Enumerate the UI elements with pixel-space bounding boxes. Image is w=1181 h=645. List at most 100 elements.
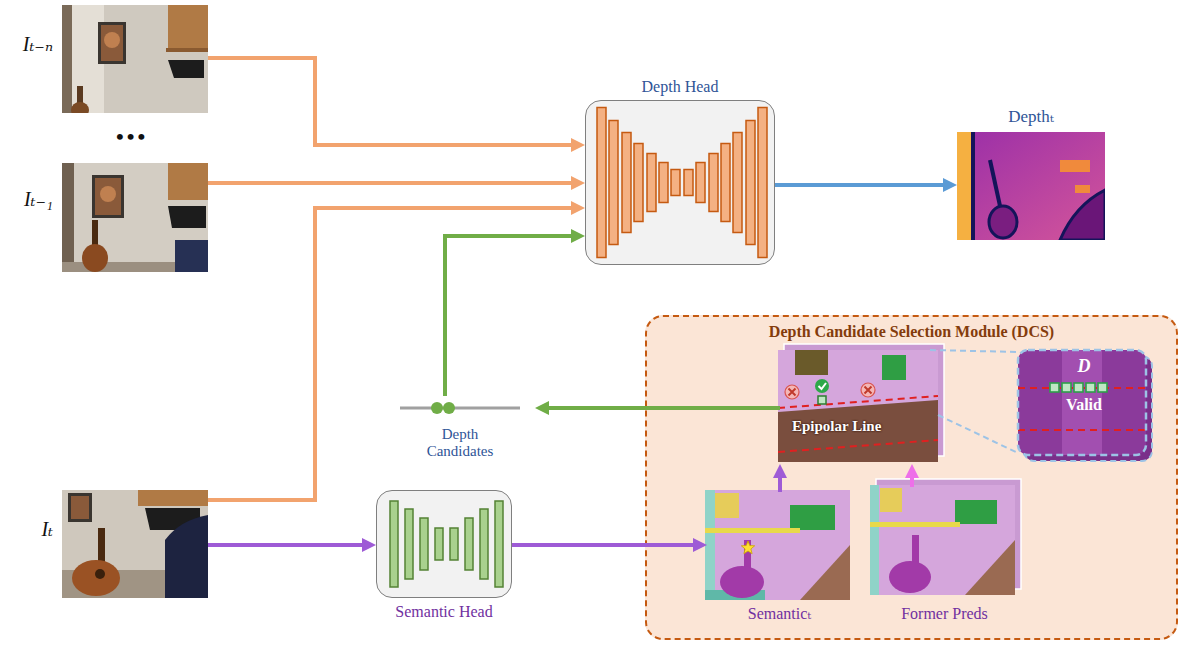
depth-map bbox=[990, 160, 1000, 206]
input-photo bbox=[62, 163, 208, 272]
zoom-view bbox=[1024, 356, 1152, 461]
semantic-map bbox=[870, 485, 1015, 595]
overlay-text: Epipolar Line bbox=[792, 418, 881, 435]
zoom-view bbox=[1050, 383, 1059, 392]
head-title: Depth Head bbox=[586, 78, 774, 96]
input-photo bbox=[71, 102, 89, 113]
cross-mark bbox=[785, 385, 799, 399]
zoom-frame bbox=[1018, 350, 1146, 455]
epipolar-view bbox=[778, 350, 938, 462]
epipolar-view: Epipolar Line bbox=[780, 352, 940, 464]
map-label: Semanticₜ bbox=[707, 605, 852, 623]
cross-mark bbox=[865, 387, 872, 394]
frame-label: Iₜ₋₁ bbox=[24, 188, 53, 211]
depth-map bbox=[957, 132, 971, 240]
input-photo bbox=[145, 508, 200, 530]
zoom-view bbox=[1018, 387, 1146, 389]
input-photo bbox=[62, 163, 208, 272]
flow-arrow bbox=[208, 208, 576, 500]
input-frame: Iₜ₋₁ bbox=[62, 163, 208, 272]
epipolar-view bbox=[778, 400, 938, 462]
input-photo bbox=[77, 86, 83, 113]
semantic-map bbox=[889, 561, 931, 593]
depth-map bbox=[1060, 160, 1090, 172]
encoder-decoder-bars bbox=[758, 108, 767, 258]
semantic-map bbox=[705, 490, 850, 600]
input-photo bbox=[62, 490, 208, 598]
zoom-leader bbox=[930, 350, 1018, 453]
flow-arrow bbox=[775, 183, 948, 187]
cross-mark bbox=[785, 385, 799, 399]
input-photo bbox=[104, 32, 120, 48]
flow-arrow bbox=[208, 58, 576, 145]
network-head: Semantic Head bbox=[376, 490, 512, 598]
semantic-map bbox=[876, 479, 1021, 589]
input-photo bbox=[62, 5, 104, 113]
encoder-decoder-bars bbox=[390, 501, 398, 587]
semantic-map bbox=[705, 490, 850, 600]
semantic-map: Former Preds bbox=[872, 487, 1017, 597]
encoder-decoder-bars bbox=[597, 108, 767, 258]
epipolar-view bbox=[778, 440, 938, 452]
zoom-view bbox=[1018, 350, 1146, 455]
encoder-decoder-bars bbox=[435, 528, 443, 560]
flow-arrow bbox=[208, 543, 367, 547]
epipolar-view bbox=[882, 355, 906, 380]
encoder-decoder-bars bbox=[420, 518, 428, 570]
zoom-view: D Valid bbox=[1020, 352, 1148, 457]
semantic-map bbox=[705, 490, 715, 600]
encoder-decoder-bars bbox=[709, 154, 718, 212]
encoder-decoder-bars bbox=[495, 501, 503, 587]
flow-arrow bbox=[778, 473, 782, 492]
input-photo bbox=[168, 60, 204, 78]
input-photo bbox=[62, 490, 208, 598]
input-photo bbox=[62, 163, 74, 272]
depth-map bbox=[957, 132, 1105, 240]
input-photo bbox=[62, 5, 208, 113]
semantic-map bbox=[715, 493, 739, 518]
input-photo bbox=[62, 5, 72, 113]
ellipsis-dots: ••• bbox=[116, 124, 148, 150]
input-photo bbox=[101, 25, 123, 61]
flow-arrow bbox=[544, 406, 780, 410]
zoom-view bbox=[1050, 383, 1107, 392]
depth-map bbox=[989, 206, 1017, 238]
flow-arrow bbox=[512, 543, 698, 547]
zoom-leader bbox=[938, 415, 1018, 453]
input-photo bbox=[98, 528, 105, 570]
head-title: Semantic Head bbox=[367, 603, 521, 621]
epipolar-view bbox=[795, 350, 828, 375]
overlay-symbol: D bbox=[1020, 356, 1148, 377]
encoder-decoder-bars bbox=[597, 108, 606, 258]
query-square bbox=[818, 396, 826, 404]
epipolar-view bbox=[778, 350, 938, 462]
input-frame: Iₜ₋ₙ bbox=[62, 5, 208, 113]
encoder-decoder-bars bbox=[746, 121, 755, 245]
check-mark bbox=[819, 383, 827, 389]
zoom-view bbox=[1062, 383, 1071, 392]
input-photo bbox=[62, 570, 208, 598]
zoom-view bbox=[1062, 350, 1102, 455]
depth-map bbox=[1075, 185, 1090, 193]
flow-arrow bbox=[910, 473, 914, 487]
depth-map bbox=[1060, 190, 1105, 240]
input-frame: Iₜ bbox=[62, 490, 208, 598]
candidate-axis: Depth Candidates bbox=[400, 396, 535, 420]
semantic-map bbox=[870, 485, 879, 595]
module-title: Depth Candidate Selection Module (DCS) bbox=[647, 323, 1176, 341]
input-photo bbox=[68, 493, 92, 522]
query-square bbox=[818, 396, 826, 404]
encoder-decoder-bars bbox=[465, 518, 473, 570]
candidate-axis-line bbox=[400, 402, 520, 414]
input-photo bbox=[168, 163, 208, 200]
input-photo bbox=[165, 515, 208, 598]
check-mark bbox=[815, 379, 829, 393]
encoder-decoder-bars bbox=[390, 501, 503, 587]
input-photo bbox=[95, 569, 105, 579]
input-photo bbox=[92, 220, 98, 252]
semantic-map bbox=[741, 541, 754, 554]
input-photo bbox=[138, 490, 208, 506]
overlay-text: Valid bbox=[1020, 396, 1148, 414]
input-photo bbox=[62, 262, 208, 272]
